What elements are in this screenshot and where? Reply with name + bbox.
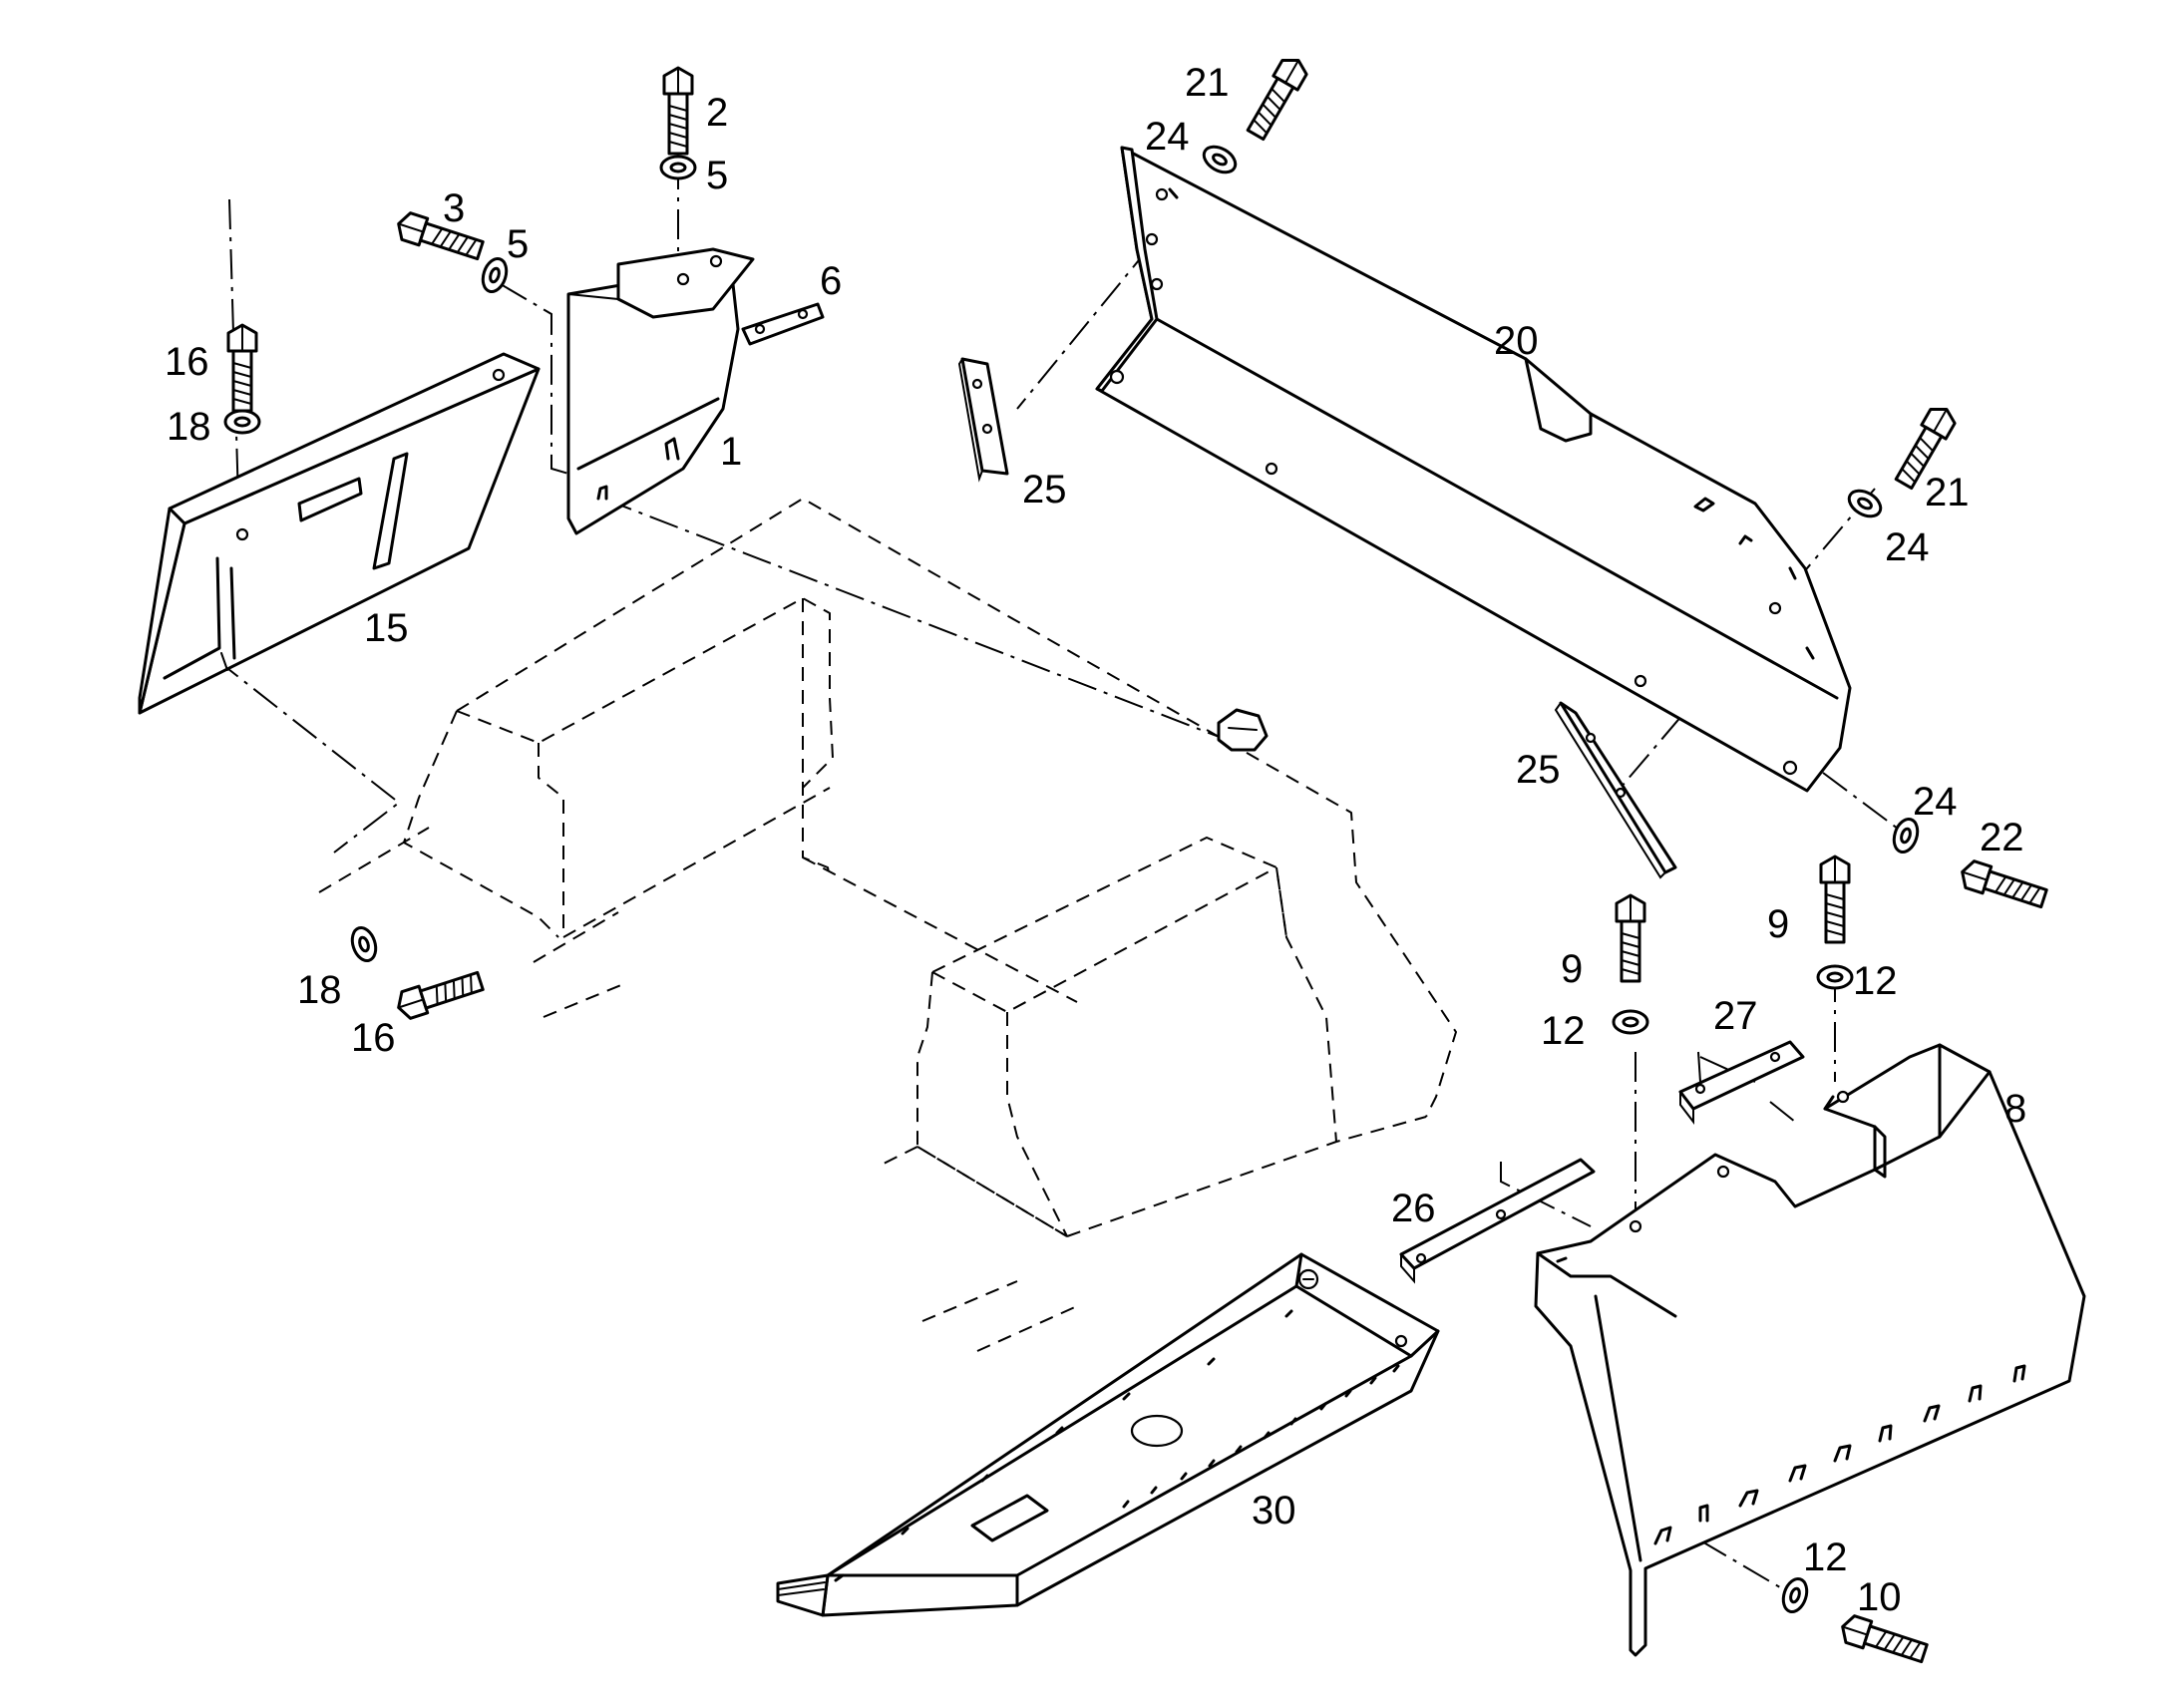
bolt-9-left (1615, 893, 1646, 983)
washer-12-bottom (1777, 1573, 1813, 1617)
callout-labels: 1 2 3 5 5 6 8 9 9 10 12 12 12 15 16 16 1… (165, 61, 2026, 1619)
bolt-2 (662, 66, 694, 156)
callout-9-left: 9 (1561, 947, 1583, 991)
callout-15: 15 (364, 606, 409, 650)
bolt-3 (392, 208, 487, 265)
part-15-left-cover (138, 352, 541, 715)
bolt-16-top (226, 323, 258, 413)
callout-24-right: 24 (1885, 525, 1930, 569)
callout-8: 8 (2004, 1087, 2026, 1131)
washer-5-top (659, 155, 697, 180)
callout-3: 3 (443, 186, 465, 230)
part-25-strap-bottom (1554, 701, 1677, 879)
callout-27: 27 (1713, 994, 1758, 1038)
callout-6: 6 (820, 259, 842, 303)
callout-21-right: 21 (1925, 471, 1970, 514)
callout-21-top: 21 (1185, 61, 1230, 105)
part-30-bottom-tray (776, 1252, 1440, 1617)
callout-5-top: 5 (706, 154, 728, 197)
callout-18-top: 18 (167, 405, 211, 449)
callout-24-bottom: 24 (1913, 780, 1958, 824)
washer-24-right (1843, 484, 1887, 523)
part-26-plate (1399, 1158, 1596, 1284)
washer-5-side (477, 253, 513, 297)
bolt-9-right (1819, 854, 1851, 944)
part-27-plate (1678, 1040, 1805, 1125)
part-1-bracket (566, 247, 755, 535)
washer-24-top (1198, 140, 1242, 179)
callout-12-left: 12 (1541, 1009, 1586, 1053)
bolt-22 (1956, 856, 2050, 913)
machine-outline-dashed (318, 498, 1457, 1352)
bolt-10 (1836, 1611, 1931, 1668)
callout-25-top: 25 (1022, 468, 1067, 512)
washer-18-top (223, 409, 261, 435)
callout-2: 2 (706, 91, 728, 135)
part-8-right-cover (1534, 1043, 2086, 1657)
callout-26: 26 (1391, 1187, 1436, 1230)
callout-16-top: 16 (165, 340, 209, 384)
plug (1217, 708, 1269, 752)
part-25-strap-top (957, 357, 1009, 483)
callout-16-bottom: 16 (351, 1016, 396, 1060)
bolt-16-bottom (392, 966, 487, 1023)
callout-20: 20 (1494, 319, 1539, 363)
part-20-rear-panel (1095, 146, 1852, 793)
callout-9-right: 9 (1767, 902, 1789, 946)
washer-12-right (1816, 964, 1854, 990)
callout-24-top: 24 (1145, 115, 1190, 159)
callout-22: 22 (1980, 816, 2024, 859)
part-6-plate (741, 302, 825, 346)
callout-12-right: 12 (1853, 959, 1898, 1003)
bolt-21-top (1242, 52, 1312, 144)
callout-30: 30 (1252, 1489, 1296, 1533)
callout-10: 10 (1857, 1575, 1902, 1619)
callout-18-bottom: 18 (297, 968, 342, 1012)
callout-1: 1 (720, 430, 742, 474)
callout-5-side: 5 (507, 222, 529, 266)
washer-18-bottom (346, 922, 382, 966)
washer-12-left (1612, 1009, 1649, 1035)
callout-25-bottom: 25 (1516, 748, 1561, 792)
callout-12-bottom: 12 (1803, 1536, 1848, 1579)
